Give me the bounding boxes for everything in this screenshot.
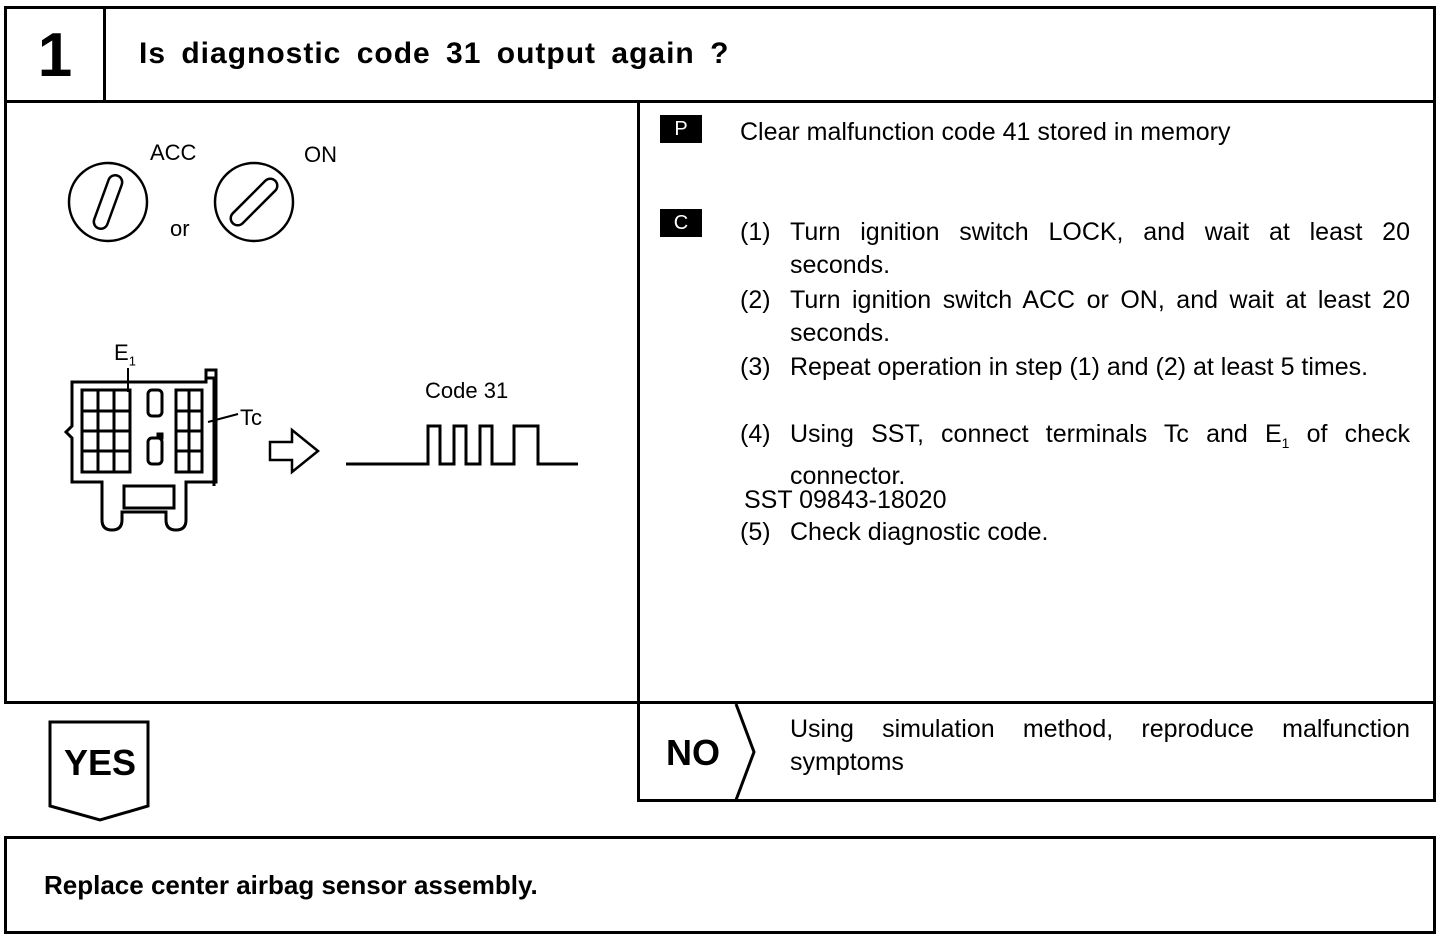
step-header: 1 Is diagnostic code 31 output again ? xyxy=(4,6,1436,103)
p-text: Clear malfunction code 41 stored in memo… xyxy=(740,118,1231,146)
step-number: 1 xyxy=(7,9,106,102)
c-tag: C xyxy=(660,209,702,237)
step-item-number: (4) xyxy=(740,420,771,448)
column-divider xyxy=(637,100,640,802)
step-item-4: (4) Using SST, connect terminals Tc and … xyxy=(740,418,1410,490)
on-label: ON xyxy=(304,142,337,167)
step-item-number: (3) xyxy=(740,353,771,381)
sst-number: SST 09843-18020 xyxy=(744,486,947,514)
no-divider xyxy=(734,704,756,800)
check-connector-icon xyxy=(63,368,239,532)
key-switch-on-icon xyxy=(213,161,295,243)
step-item-3: (3) Repeat operation in step (1) and (2)… xyxy=(740,351,1410,417)
no-box xyxy=(637,701,1436,802)
or-label: or xyxy=(170,216,190,241)
no-text: Using simulation method, reproduce malfu… xyxy=(790,715,1410,776)
step-item-number: (2) xyxy=(740,286,771,314)
code-31-label: Code 31 xyxy=(425,378,509,403)
step-item-number: (1) xyxy=(740,218,771,246)
result-box xyxy=(4,836,1436,934)
result-text: Replace center airbag sensor assembly. xyxy=(44,870,538,900)
step-item-text: Repeat operation in step (1) and (2) at … xyxy=(790,353,1369,381)
code-31-waveform xyxy=(346,424,578,466)
arrow-right-icon xyxy=(268,427,320,475)
step-item-1: (1) Turn ignition switch LOCK, and wait … xyxy=(740,216,1410,282)
step-item-text: Check diagnostic code. xyxy=(790,518,1049,546)
step-item-5: (5) Check diagnostic code. xyxy=(740,516,1410,550)
p-tag: P xyxy=(660,115,702,143)
step-item-2: (2) Turn ignition switch ACC or ON, and … xyxy=(740,284,1410,350)
step-item-number: (5) xyxy=(740,518,771,546)
step-item-text: Using SST, connect terminals Tc and E1 o… xyxy=(790,420,1410,490)
acc-label: ACC xyxy=(150,140,197,165)
no-label: NO xyxy=(666,732,720,773)
e1-label: E1 xyxy=(114,340,136,369)
key-switch-acc-icon xyxy=(67,161,149,243)
step-item-text: Turn ignition switch LOCK, and wait at l… xyxy=(790,218,1410,279)
tc-label: Tc xyxy=(240,405,262,430)
yes-arrow xyxy=(48,720,150,822)
diagnostic-diagram xyxy=(63,161,578,532)
step-item-text: Turn ignition switch ACC or ON, and wait… xyxy=(790,286,1410,347)
yes-label: YES xyxy=(63,742,137,783)
step-question: Is diagnostic code 31 output again ? xyxy=(139,37,730,70)
